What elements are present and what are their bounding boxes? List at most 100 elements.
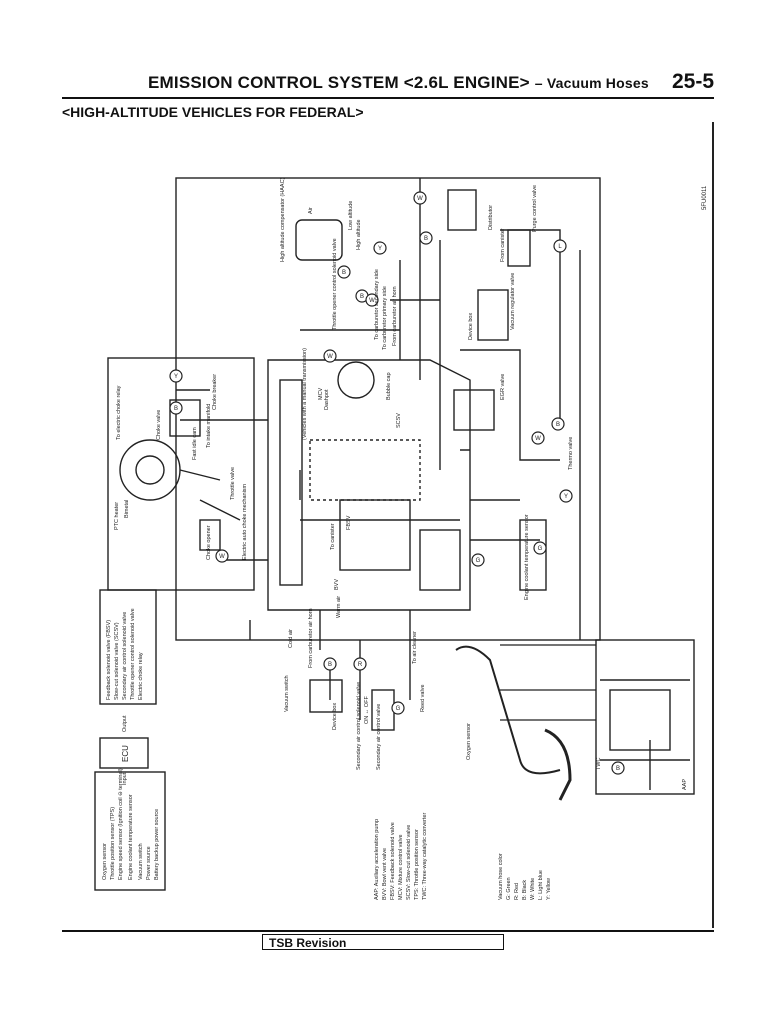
tsb-revision-box: TSB Revision — [262, 934, 504, 950]
header-rule — [62, 97, 714, 99]
label-device-box: Device box — [468, 313, 474, 340]
purge-valve-body — [507, 229, 531, 267]
label-bubble-cap: Bubble cap — [386, 372, 392, 400]
label-outputs-1: Slow-cut solenoid valve (SCSV) — [114, 622, 120, 700]
svg-text:W: W — [327, 354, 333, 360]
label-low-alt: Low altitude — [348, 201, 354, 230]
label-hose-2: B: Black — [522, 880, 528, 900]
device-box-mid — [419, 529, 461, 591]
label-abbr-2: FBSV: Feedback solenoid valve — [390, 822, 396, 900]
label-hose-title: Vacuum hose color — [498, 853, 504, 900]
title-text: EMISSION CONTROL SYSTEM <2.6L ENGINE> — [148, 73, 530, 92]
catalytic-pipe — [544, 728, 572, 801]
label-twc: TWC — [596, 757, 602, 770]
svg-text:L: L — [558, 244, 562, 250]
svg-text:B: B — [616, 766, 620, 772]
label-abbr-4: SCSV: Slow-cut solenoid valve — [406, 825, 412, 900]
label-from-canister: From canister — [500, 228, 506, 262]
subtitle-text: – Vacuum Hoses — [534, 75, 649, 91]
label-throttle-opener: Throttle opener control solenoid valve — [332, 238, 338, 330]
label-aap: AAP — [682, 779, 688, 790]
label-hose-5: Y: Yellow — [546, 878, 552, 900]
label-manual-trans: (Vehicles with a manual transmission) — [302, 348, 308, 440]
svg-text:B: B — [424, 236, 428, 242]
engine-outline — [267, 359, 471, 611]
label-hose-0: G: Green — [506, 877, 512, 900]
label-egr-valve: EGR valve — [500, 374, 506, 400]
label-ptc: PTC heater — [114, 502, 120, 530]
label-throttle-valve: Throttle valve — [230, 467, 236, 500]
label-abbr-6: TWC: Three-way catalytic converter — [422, 813, 428, 900]
label-abbr-1: BVV: Bowl vent valve — [382, 848, 388, 900]
label-haac: High altitude compensator (HAAC) — [280, 177, 286, 262]
device-box-upper — [477, 289, 509, 341]
svg-text:Y: Y — [564, 494, 568, 500]
svg-text:W: W — [417, 196, 423, 202]
main-hose-loop — [175, 177, 601, 641]
choke-opener-body — [199, 519, 221, 551]
label-reed-valve: Reed valve — [420, 684, 426, 712]
label-outputs-2: Secondary air control solenoid valve — [122, 612, 128, 700]
label-to-intake: To intake manifold — [206, 404, 212, 448]
choke-panel — [107, 357, 255, 591]
label-to-elec-choke: To electric choke relay — [116, 385, 122, 440]
label-inputs-2: Engine speed sensor (Ignition coil ⊖ ter… — [118, 768, 124, 880]
label-hose-1: R: Red — [514, 883, 520, 900]
label-fast-idle: Fast idle cam — [192, 427, 198, 460]
svg-text:G: G — [476, 558, 481, 564]
svg-text:B: B — [174, 406, 178, 412]
twc-inset — [595, 639, 695, 795]
svg-text:B: B — [360, 294, 364, 300]
twc-body — [609, 689, 671, 751]
label-outputs-0: Feedback solenoid valve (FBSV) — [106, 620, 112, 700]
distributor-body — [447, 189, 477, 231]
label-device-box-2: Device box — [332, 703, 338, 730]
label-vacuum-reg: Vacuum regulator valve — [510, 273, 516, 330]
label-from-carb-air: From carburetor air horn — [308, 608, 314, 668]
egr-valve — [453, 389, 495, 431]
section-title: <HIGH-ALTITUDE VEHICLES FOR FEDERAL> — [62, 104, 364, 120]
ecu-box — [99, 737, 149, 769]
svg-text:G: G — [538, 546, 543, 552]
label-inputs-6: Battery backup power source — [154, 809, 160, 880]
svg-text:W: W — [219, 554, 225, 560]
svg-text:B: B — [342, 270, 346, 276]
label-thermo-valve: Thermo valve — [568, 437, 574, 470]
label-abbr-5: TPS: Throttle position sensor — [414, 829, 420, 900]
label-purge-valve: Purge control valve — [532, 185, 538, 232]
label-outputs-3: Throttle opener control solenoid valve — [130, 608, 136, 700]
label-to-canister: To canister — [330, 523, 336, 550]
label-to-air-cleaner: To air cleaner — [412, 631, 418, 664]
svg-text:G: G — [396, 706, 401, 712]
label-warm-air: Warm air — [336, 596, 342, 618]
label-mcv: MCV — [318, 387, 324, 400]
label-air: Air — [308, 207, 314, 214]
label-from-carb: From carburetor air horn — [392, 286, 398, 346]
label-inputs-5: Power source — [146, 846, 152, 880]
label-input: Input — [122, 772, 128, 785]
label-to-secondary: To carburetor secondary side — [374, 269, 380, 340]
air-cleaner — [279, 379, 303, 586]
label-egr-temp: Engine coolant temperature sensor — [524, 514, 530, 600]
label-bimetal: Bimetal — [124, 500, 130, 518]
label-scsv: SCSV — [396, 413, 402, 428]
label-choke-valve: Choke valve — [156, 410, 162, 440]
svg-text:W: W — [535, 436, 541, 442]
label-elec-choke: Electric auto choke mechanism — [242, 483, 248, 560]
label-vacuum-switch: Vacuum switch — [284, 675, 290, 712]
temp-sensor — [519, 519, 547, 591]
label-hose-3: W: White — [530, 878, 536, 900]
choke-breaker-body — [169, 399, 201, 437]
label-inputs-0: Oxygen sensor — [102, 843, 108, 880]
label-inputs-3: Engine coolant temperature sensor — [128, 794, 134, 880]
label-abbr-0: AAP: Auxiliary acceleration pump — [374, 819, 380, 900]
label-ecu: ECU — [121, 745, 130, 762]
label-dashpot: Dashpot — [324, 389, 330, 410]
label-choke-opener: Choke opener — [206, 525, 212, 560]
inputs-box — [94, 771, 166, 891]
haac-body — [295, 219, 343, 261]
label-hose-4: L: Light blue — [538, 870, 544, 900]
svg-text:B: B — [556, 422, 560, 428]
carburetor — [309, 439, 421, 501]
